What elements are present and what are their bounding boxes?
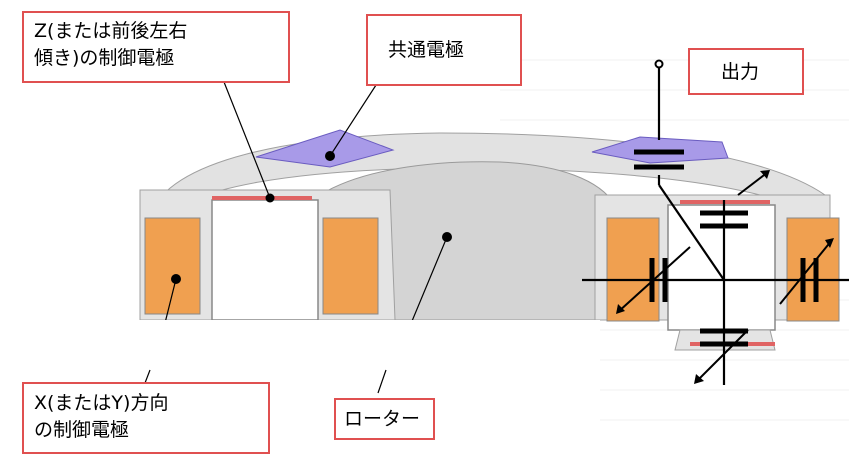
capacitor-bottom <box>700 328 748 347</box>
variable-capacitor-arrows <box>617 171 833 383</box>
xy-electrode-label-line2: の制御電極 <box>34 419 130 441</box>
common-electrode-callout: 共通電極 <box>366 14 522 86</box>
capacitor-output <box>634 149 684 170</box>
z-electrode-strip <box>212 196 312 200</box>
output-callout: 出力 <box>688 48 804 95</box>
xy-electrode-callout: X(またはY)方向 の制御電極 <box>22 382 270 454</box>
z-electrode-label-line1: Z(または前後左右 <box>34 20 188 42</box>
left-orange-electrode-inner <box>322 217 379 315</box>
leader-stub-xy <box>144 369 151 384</box>
z-electrode-label-line2: 傾き)の制御電極 <box>34 47 175 69</box>
rotor-callout: ローター <box>334 398 435 440</box>
z-electrode-callout: Z(または前後左右 傾き)の制御電極 <box>22 11 290 83</box>
left-opening <box>211 199 319 321</box>
common-electrode-plate-left <box>255 129 395 168</box>
capacitor-right <box>800 258 819 302</box>
right-orange-electrode-inner <box>786 217 840 322</box>
common-electrode-label: 共通電極 <box>388 39 465 61</box>
left-orange-electrode-outer <box>144 217 201 315</box>
xy-electrode-label-line1: X(またはY)方向 <box>34 392 169 414</box>
output-terminal <box>654 59 664 69</box>
rotor-label: ローター <box>344 408 421 430</box>
output-label: 出力 <box>721 61 760 83</box>
arrow-heads <box>616 170 834 384</box>
capacitor-top <box>700 210 748 229</box>
leader-stub-rotor <box>377 369 387 394</box>
